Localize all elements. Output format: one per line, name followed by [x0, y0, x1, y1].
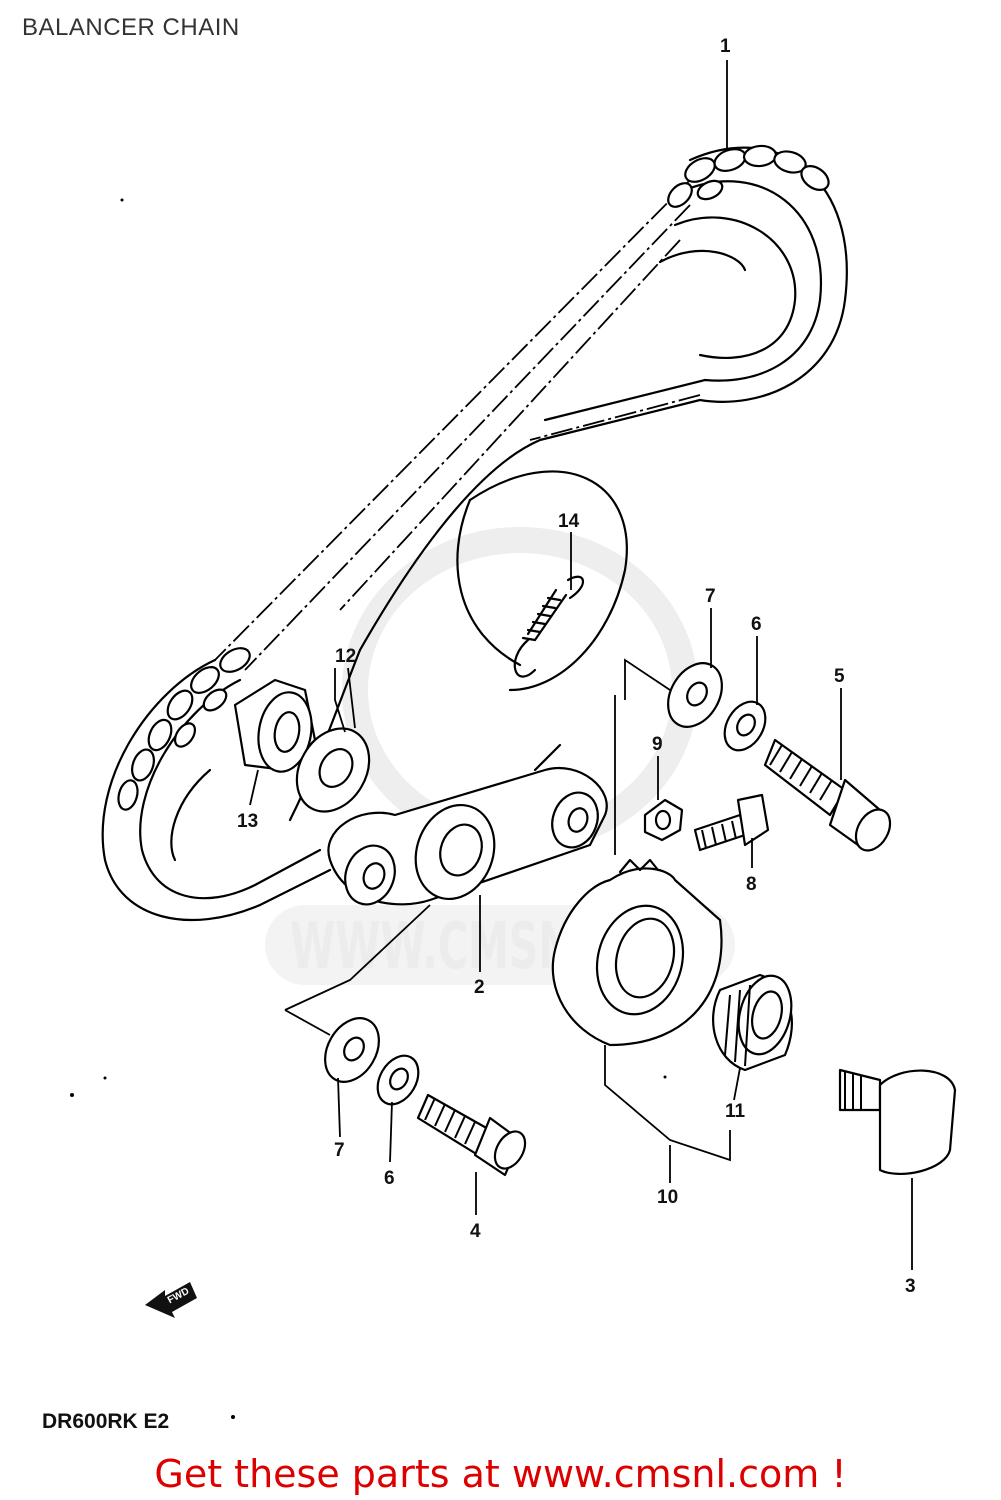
- scan-specks: [70, 198, 667, 1419]
- leader-lines: [249, 60, 913, 1270]
- part-12-washer: [295, 727, 371, 813]
- tensioner-plate: [456, 470, 628, 692]
- part-8-bolt: [693, 793, 770, 852]
- part-7-washer-lower: [324, 1017, 380, 1083]
- callout-3: 3: [905, 1276, 916, 1297]
- part-6-lockwasher-upper: [723, 700, 767, 752]
- callout-2: 2: [474, 977, 485, 998]
- part-13-nut: [233, 678, 317, 773]
- part-4-bolt: [416, 1093, 527, 1177]
- part-5-bolt: [763, 738, 892, 852]
- part-11-needle-bearing: [712, 973, 793, 1072]
- part-6-lockwasher-lower: [376, 1054, 420, 1106]
- callout-6-upper: 6: [751, 614, 762, 635]
- callout-7-lower: 7: [334, 1140, 345, 1161]
- callouts: 1 2 3 4 5 6 6 7 7 8 9 10 11 12 13 14: [237, 36, 916, 1297]
- balancer-chain: [101, 144, 848, 922]
- part-10-plate: [551, 858, 723, 1047]
- callout-14: 14: [558, 511, 580, 532]
- callout-9: 9: [652, 734, 663, 755]
- part-7-washer-upper: [667, 662, 723, 728]
- callout-13: 13: [237, 811, 258, 832]
- footer-parts-link[interactable]: Get these parts at www.cmsnl.com !: [154, 1452, 847, 1496]
- model-code: DR600RK E2: [42, 1410, 169, 1433]
- callout-11: 11: [725, 1101, 746, 1122]
- callout-4: 4: [470, 1221, 481, 1242]
- part-9-nut: [643, 798, 684, 842]
- diagram-title: BALANCER CHAIN: [22, 14, 240, 41]
- chain-links-bottom: [117, 647, 251, 811]
- part-2-tensioner-arm: [327, 743, 608, 906]
- callout-7-upper: 7: [705, 586, 716, 607]
- callout-8: 8: [746, 874, 757, 895]
- callout-6-lower: 6: [384, 1168, 395, 1189]
- callout-12: 12: [335, 646, 356, 667]
- callout-1: 1: [720, 36, 731, 57]
- callout-10: 10: [657, 1187, 678, 1208]
- fwd-arrow-icon: FWD: [145, 1282, 197, 1318]
- chain-links-top: [667, 144, 830, 208]
- callout-5: 5: [834, 666, 845, 687]
- part-14-spring: [513, 575, 584, 678]
- part-3-pin: [838, 1068, 957, 1175]
